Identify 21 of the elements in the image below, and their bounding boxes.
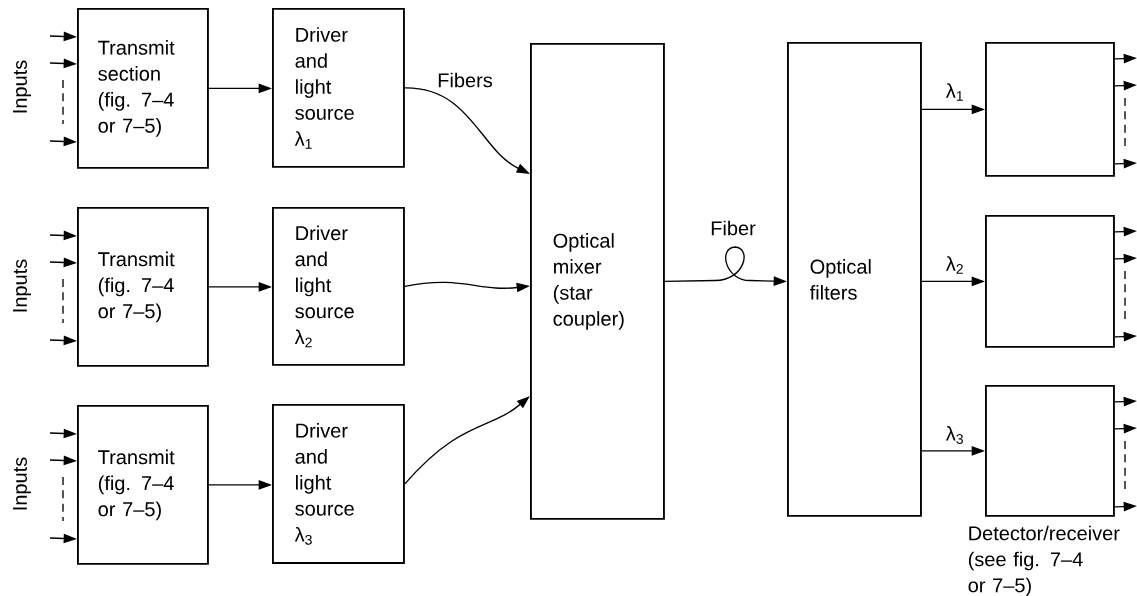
- caption-text: Detector/receiver (see fig. 7–4 or 7–5): [968, 525, 1120, 596]
- edge-label: λ$_{1}$: [944, 81, 966, 103]
- receiver-box: [985, 42, 1115, 177]
- edge-label: λ$_{2}$: [944, 254, 966, 276]
- axis-label: Inputs: [13, 259, 31, 312]
- block-box: Transmit (fig. 7–4 or 7–5): [77, 207, 209, 367]
- block-box: Transmit section (fig. 7–4 or 7–5): [77, 8, 209, 169]
- edge-label: Fiber: [708, 219, 758, 237]
- block-box: Driver and light source λ$_{3}$: [272, 404, 405, 564]
- block-box: Driver and light source λ$_{1}$: [272, 8, 405, 168]
- edge-label: Fibers: [435, 71, 495, 89]
- axis-label: Inputs: [13, 457, 31, 510]
- edge-label: λ$_{3}$: [944, 424, 966, 446]
- receiver-box: [985, 215, 1115, 348]
- block-box: Transmit (fig. 7–4 or 7–5): [77, 405, 209, 565]
- block-box: Optical mixer (star coupler): [530, 43, 665, 520]
- block-box: Optical filters: [787, 42, 922, 517]
- block-box: Driver and light source λ$_{2}$: [272, 207, 405, 366]
- arrow: [404, 396, 530, 485]
- receiver-box: [985, 385, 1115, 517]
- axis-label: Inputs: [13, 60, 31, 113]
